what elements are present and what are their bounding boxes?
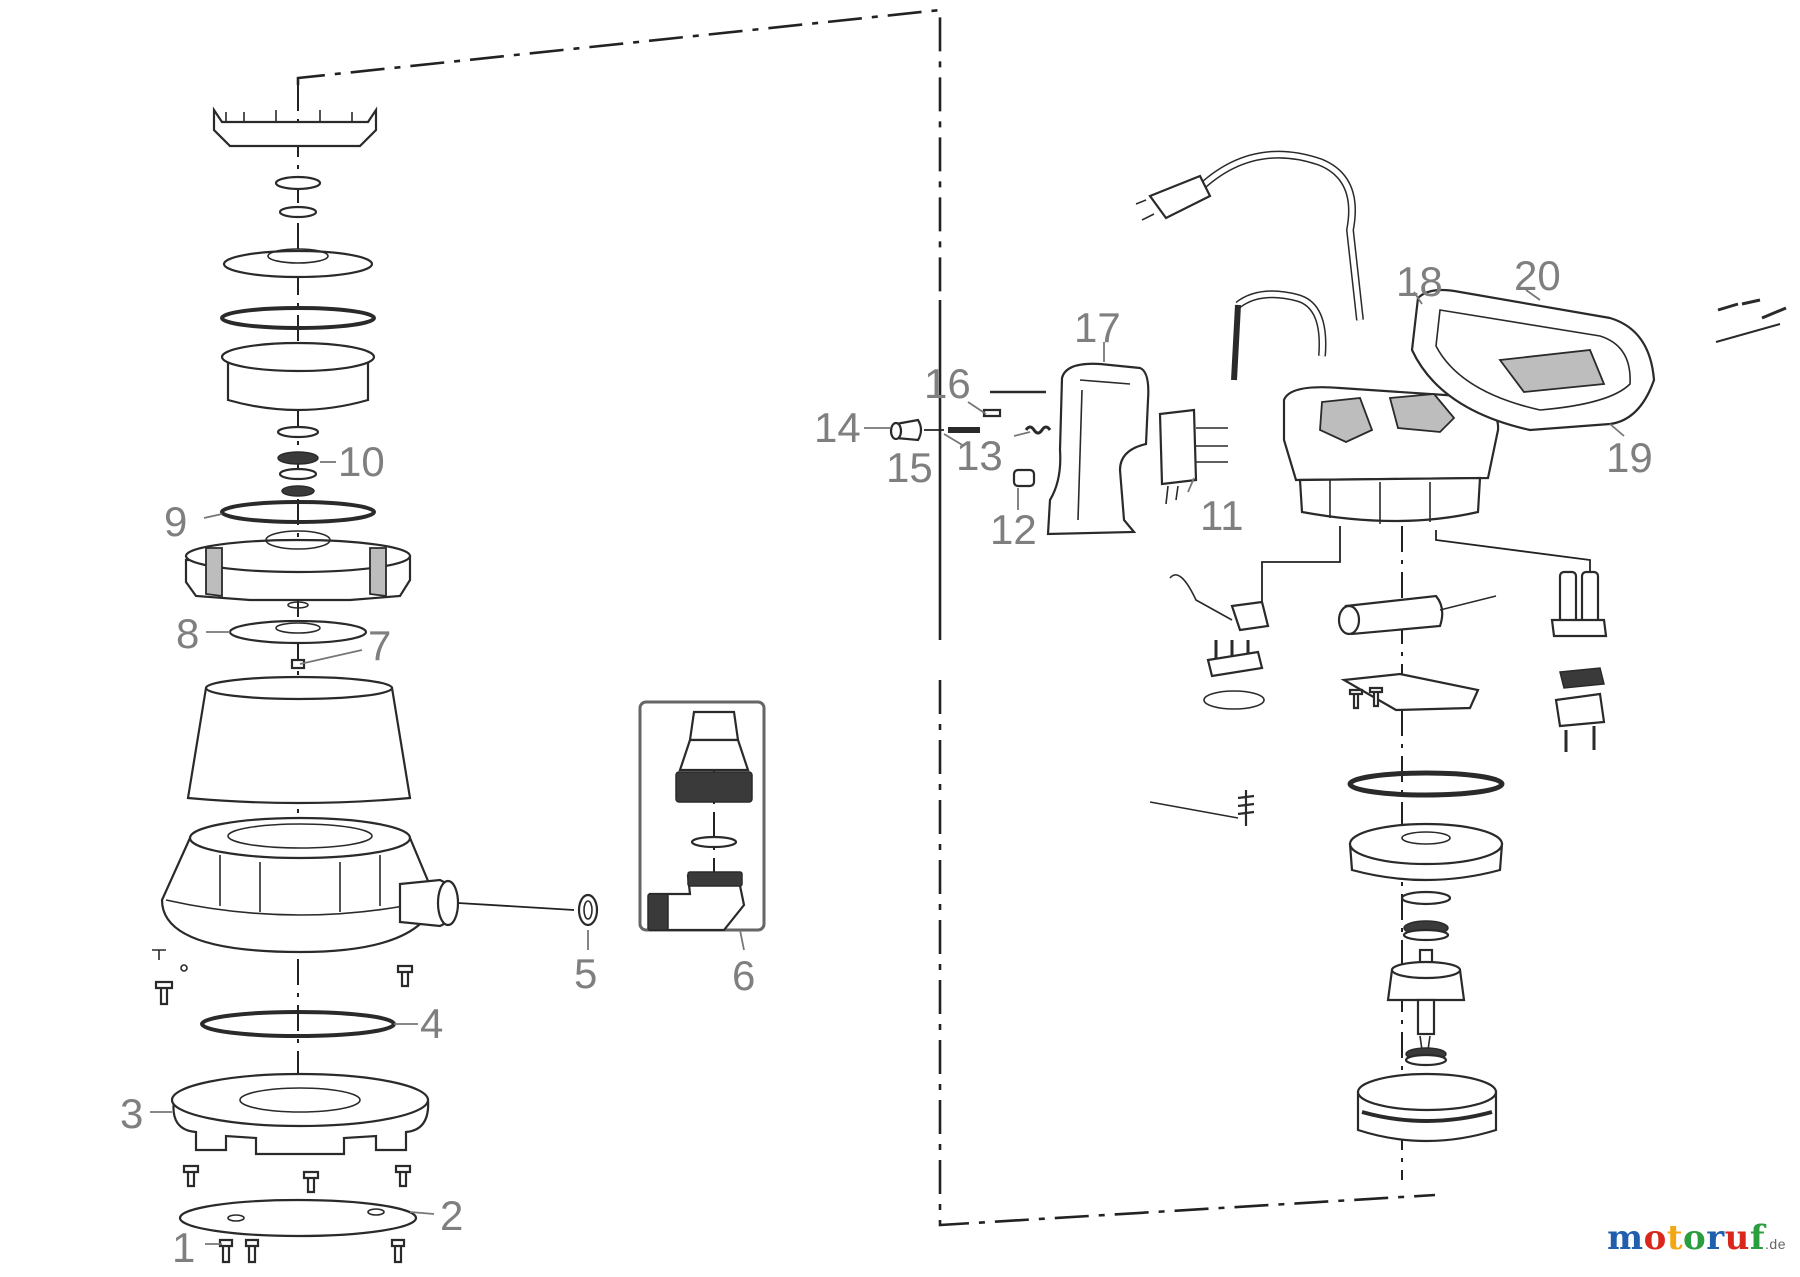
callout-20: 20 [1514, 252, 1561, 299]
callout-8: 8 [176, 610, 199, 657]
o-ring-right-part [1347, 770, 1505, 798]
base-screws-part [182, 1164, 412, 1194]
pin-14-part [889, 418, 923, 442]
callout-13: 13 [956, 432, 1003, 479]
callout-2: 2 [440, 1192, 463, 1239]
cup-part [220, 341, 376, 412]
seal-stack-part [276, 425, 320, 497]
spring-16-part [982, 408, 1002, 418]
callout-3: 3 [120, 1090, 143, 1137]
motoruf-logo: motoruf.de [1607, 1218, 1786, 1258]
logo-letter: t [1666, 1218, 1684, 1258]
strainer-cylinder-part [186, 675, 412, 805]
motor-housing-part [1282, 386, 1500, 524]
logo-letter: m [1607, 1218, 1644, 1258]
base-foot-3-part [170, 1072, 430, 1156]
float-rod-part [1149, 790, 1255, 826]
pump-base-part [160, 816, 460, 954]
callout-16: 16 [924, 360, 971, 407]
callout-7: 7 [368, 622, 391, 669]
callout-leaders [150, 289, 1625, 1245]
power-cord-part [1135, 150, 1364, 381]
frame-connector-line [296, 8, 942, 300]
handle-cover-part [1410, 288, 1656, 432]
callout-labels: 1 2 3 4 5 6 7 8 9 10 11 12 13 14 15 16 1… [120, 252, 1653, 1271]
callout-19: 19 [1606, 434, 1653, 481]
washer-part [287, 601, 309, 609]
switch-box-11-part [1158, 408, 1228, 505]
logo-letter: u [1724, 1218, 1750, 1258]
logo-letter: f [1749, 1218, 1766, 1258]
bearing-part [1402, 920, 1450, 942]
capacitor-bracket-part [1340, 672, 1480, 712]
logo-letter: r [1706, 1218, 1725, 1258]
top-bracket-part [212, 106, 378, 148]
thermal-switch-part [1169, 574, 1270, 710]
callout-18: 18 [1396, 258, 1443, 305]
callout-17: 17 [1074, 304, 1121, 351]
plate-screws-1-part [218, 1238, 406, 1264]
logo-wordmark: motoruf [1607, 1218, 1765, 1258]
bottom-plate-2-part [178, 1198, 418, 1238]
callout-1: 1 [172, 1224, 195, 1271]
callout-6: 6 [732, 952, 755, 999]
rotor-part [1386, 948, 1466, 1051]
callout-4: 4 [420, 1000, 443, 1047]
bearing-lower-part [1404, 1047, 1448, 1067]
pump-housing-top-part [184, 530, 412, 602]
outlet-leader-line [457, 902, 575, 911]
impeller-8-part [228, 619, 368, 645]
callout-9: 9 [164, 498, 187, 545]
bearing-cover-part [1348, 822, 1504, 882]
washer-part [1400, 890, 1452, 906]
callout-15: 15 [886, 444, 933, 491]
callout-10: 10 [338, 438, 385, 485]
plug-12-part [1012, 468, 1036, 488]
seal-ring-5-part [577, 893, 599, 927]
logo-letter: o [1643, 1218, 1667, 1258]
callout-5: 5 [574, 950, 597, 997]
hose-fitting-6-group [638, 700, 766, 932]
capacitor-part [1337, 594, 1497, 636]
spring-13-part [1024, 425, 1052, 435]
handle-17-part [1046, 362, 1150, 536]
frame-connector-bottom [938, 680, 1436, 1227]
cover-disk-part [222, 248, 374, 279]
logo-suffix: .de [1765, 1236, 1786, 1252]
callout-12: 12 [990, 506, 1037, 553]
logo-letter: o [1683, 1218, 1707, 1258]
callout-11: 11 [1200, 492, 1244, 539]
callout-14: 14 [814, 404, 861, 451]
cover-screws-part [1715, 298, 1787, 343]
washer-part [274, 175, 322, 191]
screw-set-part [152, 949, 414, 1006]
washer-part [278, 205, 318, 219]
o-ring-part [220, 306, 376, 330]
stator-part [1356, 1072, 1498, 1143]
o-ring-9-part [220, 500, 376, 524]
brush-holder-part [1550, 570, 1608, 752]
